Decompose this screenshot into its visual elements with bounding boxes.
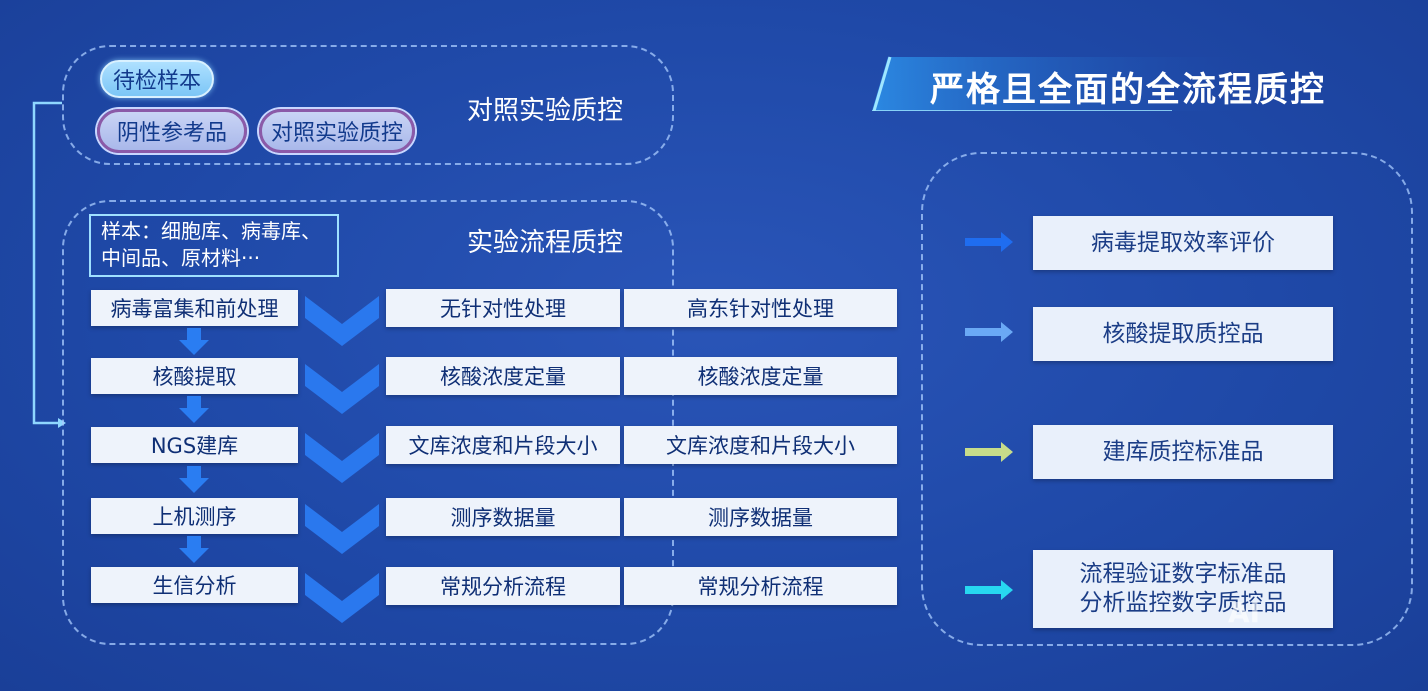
sample-description: 样本：细胞库、病毒库、 中间品、原材料··· <box>89 214 339 277</box>
digital-standard-line-2: 分析监控数字质控品 <box>1079 590 1287 616</box>
digital-standard-line-1: 流程验证数字标准品 <box>1079 561 1287 587</box>
digital-standards: 流程验证数字标准品 分析监控数字质控品 <box>1033 550 1333 628</box>
nucleic-extraction-qc: 核酸提取质控品 <box>1033 307 1333 361</box>
down-arrow-icon <box>179 328 209 355</box>
down-arrow-icon <box>179 466 209 493</box>
workflow-qc-section <box>62 200 674 645</box>
nontargeted-0: 无针对性处理 <box>386 289 620 327</box>
targeted-4: 常规分析流程 <box>624 567 897 605</box>
control-qc-label: 对照实验质控 <box>467 96 624 126</box>
step-nucleic-extraction: 核酸提取 <box>91 358 298 394</box>
step-ngs-library: NGS建库 <box>91 427 298 463</box>
sample-line-2: 中间品、原材料··· <box>101 246 261 270</box>
title-banner <box>872 56 1252 111</box>
page-title: 严格且全面的全流程质控 <box>930 70 1326 110</box>
arrow-right-icon <box>965 232 1013 252</box>
down-arrow-icon <box>179 536 209 563</box>
targeted-3: 测序数据量 <box>624 498 897 536</box>
watermark: AI <box>1228 596 1261 629</box>
nontargeted-1: 核酸浓度定量 <box>386 357 620 395</box>
sample-line-1: 样本：细胞库、病毒库、 <box>101 219 321 243</box>
arrow-right-icon <box>965 580 1013 600</box>
nontargeted-2: 文库浓度和片段大小 <box>386 426 620 464</box>
control-experiment-section <box>62 45 674 165</box>
down-arrow-icon <box>179 396 209 423</box>
pill-control-experiment: 对照实验质控 <box>259 109 415 153</box>
targeted-1: 核酸浓度定量 <box>624 357 897 395</box>
right-qc-section <box>921 152 1413 646</box>
arrow-right-icon <box>965 322 1013 342</box>
chevron-down-icon <box>305 504 379 554</box>
nontargeted-4: 常规分析流程 <box>386 567 620 605</box>
step-virus-enrichment: 病毒富集和前处理 <box>91 290 298 326</box>
pill-sample: 待检样本 <box>100 60 214 98</box>
nontargeted-3: 测序数据量 <box>386 498 620 536</box>
chevron-down-icon <box>305 573 379 623</box>
virus-extraction-evaluation: 病毒提取效率评价 <box>1033 216 1333 270</box>
chevron-down-icon <box>305 364 379 414</box>
targeted-2: 文库浓度和片段大小 <box>624 426 897 464</box>
pill-negative-reference: 阴性参考品 <box>97 109 247 153</box>
step-bioinformatics: 生信分析 <box>91 567 298 603</box>
arrow-right-icon <box>965 442 1013 462</box>
chevron-down-icon <box>305 296 379 346</box>
workflow-qc-label: 实验流程质控 <box>467 228 624 258</box>
targeted-0: 高东针对性处理 <box>624 289 897 327</box>
step-sequencing: 上机测序 <box>91 498 298 534</box>
chevron-down-icon <box>305 433 379 483</box>
library-qc-standard: 建库质控标准品 <box>1033 425 1333 479</box>
